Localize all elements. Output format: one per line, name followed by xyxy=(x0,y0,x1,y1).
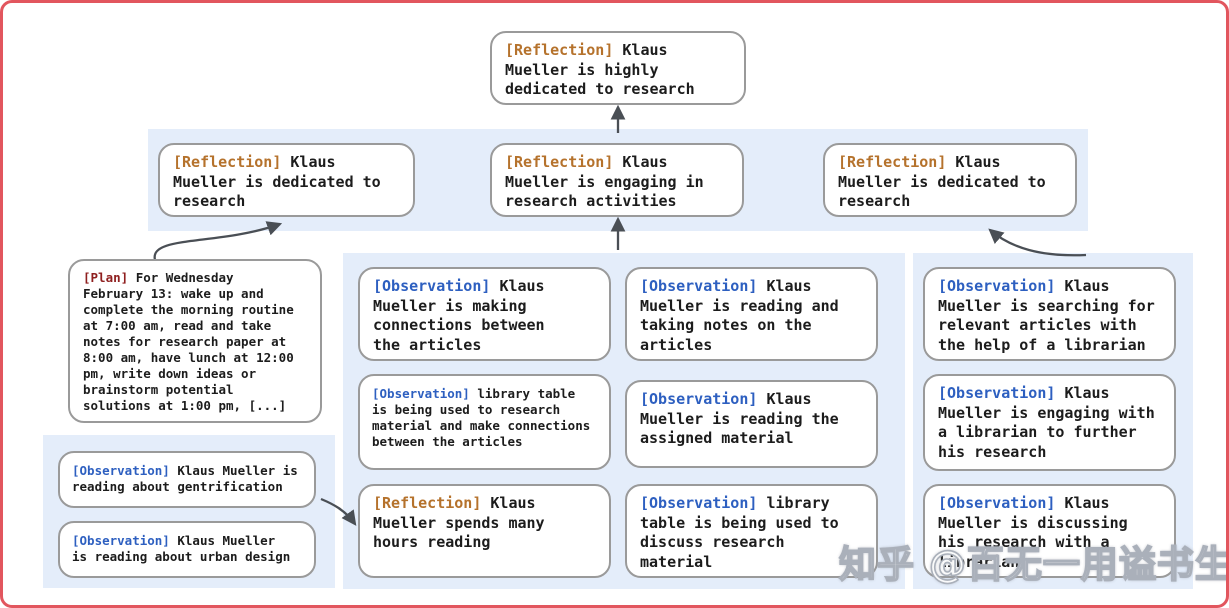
node-tag: [Reflection] xyxy=(505,153,614,171)
node-tag: [Observation] xyxy=(372,386,470,401)
node-text: Klaus Mueller is reading about urban des… xyxy=(72,533,291,564)
node-reflection-middle: [Reflection] Klaus Mueller is engaging i… xyxy=(490,143,744,217)
node-tag: [Observation] xyxy=(373,277,491,295)
node-reflection-hours-reading: [Reflection] Klaus Mueller spends many h… xyxy=(358,484,611,578)
node-reflection-left: [Reflection] Klaus Mueller is dedicated … xyxy=(158,143,415,217)
node-tag: [Observation] xyxy=(938,494,1056,512)
node-tag: [Observation] xyxy=(938,277,1056,295)
node-tag: [Reflection] xyxy=(173,153,282,171)
node-tag: [Reflection] xyxy=(373,494,482,512)
node-obs-assigned-material: [Observation] Klaus Mueller is reading t… xyxy=(625,380,878,468)
node-obs-library-table-research: [Observation] library table is being use… xyxy=(358,374,611,470)
node-text: library table is being used to research … xyxy=(372,386,591,449)
node-obs-gentrification: [Observation] Klaus Mueller is reading a… xyxy=(58,451,316,508)
node-text: Klaus Mueller spends many hours reading xyxy=(373,494,545,551)
node-plan: [Plan] For Wednesday February 13: wake u… xyxy=(68,259,322,423)
node-text: Klaus Mueller is dedicated to research xyxy=(838,153,1046,210)
node-text: Klaus Mueller is discussing his research… xyxy=(938,494,1128,571)
node-reflection-right: [Reflection] Klaus Mueller is dedicated … xyxy=(823,143,1077,217)
node-tag: [Observation] xyxy=(640,494,758,512)
node-tag: [Observation] xyxy=(640,390,758,408)
node-tag: [Observation] xyxy=(72,463,170,478)
node-text: Klaus Mueller is engaging in research ac… xyxy=(505,153,704,210)
node-obs-engaging-librarian: [Observation] Klaus Mueller is engaging … xyxy=(923,374,1176,471)
node-obs-making-connections: [Observation] Klaus Mueller is making co… xyxy=(358,267,611,361)
arrow-rightgroup-to-reflection-right xyxy=(988,228,1087,257)
node-obs-taking-notes: [Observation] Klaus Mueller is reading a… xyxy=(625,267,878,361)
node-text: Klaus Mueller is searching for relevant … xyxy=(938,277,1155,354)
zhihu-watermark: 知乎 @百无一用谥书生 xyxy=(838,542,1229,587)
node-text: Klaus Mueller is making connections betw… xyxy=(373,277,545,354)
node-tag: [Observation] xyxy=(72,533,170,548)
node-tag: [Observation] xyxy=(640,277,758,295)
node-text: Klaus Mueller is highly dedicated to res… xyxy=(505,41,695,98)
node-tag: [Observation] xyxy=(938,384,1056,402)
node-text: library table is being used to discuss r… xyxy=(640,494,839,571)
node-tag: [Reflection] xyxy=(838,153,947,171)
node-root-reflection: [Reflection] Klaus Mueller is highly ded… xyxy=(490,31,746,105)
node-text: Klaus Mueller is reading the assigned ma… xyxy=(640,390,839,447)
node-tag: [Reflection] xyxy=(505,41,614,59)
node-text: Klaus Mueller is reading about gentrific… xyxy=(72,463,298,494)
node-text: Klaus Mueller is dedicated to research xyxy=(173,153,381,210)
node-tag: [Plan] xyxy=(83,270,129,285)
node-text: For Wednesday February 13: wake up and c… xyxy=(83,270,294,413)
node-obs-urban-design: [Observation] Klaus Mueller is reading a… xyxy=(58,521,316,578)
node-obs-library-table-discuss: [Observation] library table is being use… xyxy=(625,484,878,578)
node-obs-discussing-librarian: [Observation] Klaus Mueller is discussin… xyxy=(923,484,1176,578)
node-text: Klaus Mueller is reading and taking note… xyxy=(640,277,839,354)
node-text: Klaus Mueller is engaging with a librari… xyxy=(938,384,1155,461)
node-obs-searching-articles: [Observation] Klaus Mueller is searching… xyxy=(923,267,1176,361)
